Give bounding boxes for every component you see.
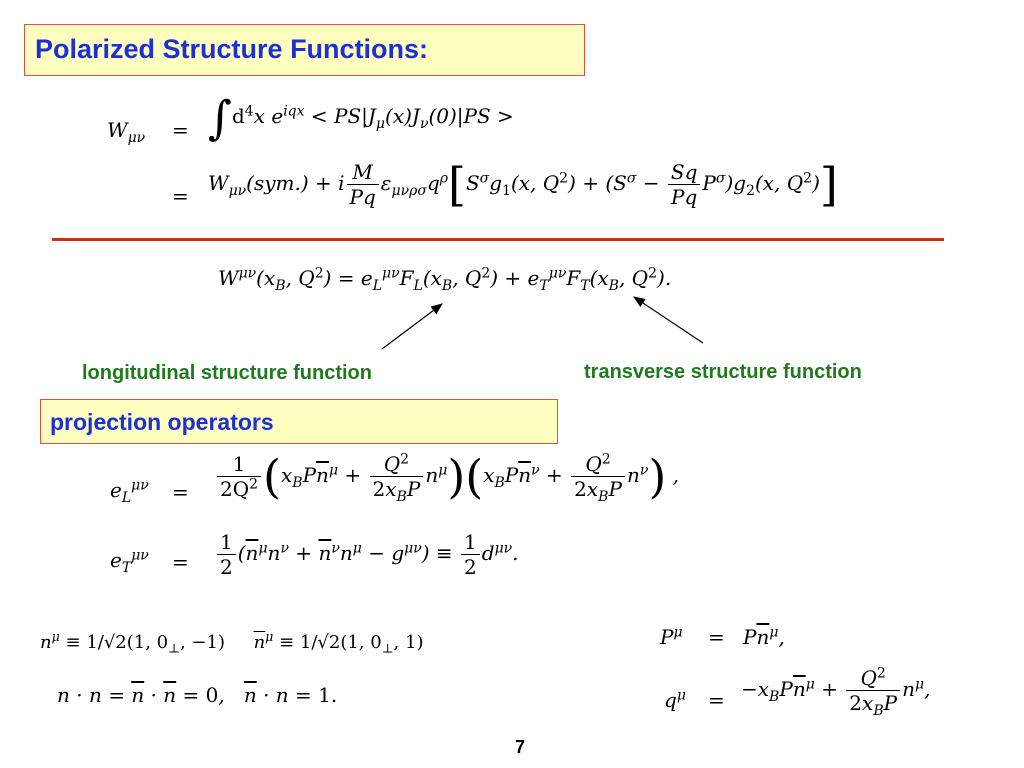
label-transverse: transverse structure function (584, 361, 862, 383)
eq8-lhs: qμ (664, 687, 686, 712)
eq7-lhs: Pμ (660, 624, 683, 649)
page-number: 7 (515, 737, 526, 757)
arrow-longitudinal (381, 303, 443, 350)
label-longitudinal: longitudinal structure function (82, 362, 372, 384)
eq5-lightcone-vectors: nμ ≡ 1/√2(1, 0⊥, −1) nμ ≡ 1/√2(1, 0⊥, 1) (40, 629, 424, 656)
slide-title: Polarized Structure Functions: (35, 34, 429, 64)
eq2-hadronic-tensor: Wμν(xB, Q2) = eLμνFL(xB, Q2) + eTμνFT(xB… (218, 265, 672, 294)
divider-line (52, 238, 944, 241)
eq7-rhs: Pnμ, (743, 624, 785, 649)
eq1-rhs-1: ∫d4x eiqx < PS|Jμ(x)Jν(0)|PS > (208, 90, 514, 145)
arrow-transverse (633, 296, 704, 344)
eq3-lhs: eLμν (110, 477, 149, 506)
projection-box: projection operators (40, 399, 558, 444)
eq1-rel-2: = (172, 184, 189, 208)
eq4-lhs: eTμν (110, 547, 149, 576)
eq7-rel: = (708, 625, 725, 649)
eq1-lhs: Wμν (107, 118, 146, 146)
title-box: Polarized Structure Functions: (24, 24, 585, 76)
eq8-rel: = (708, 688, 725, 712)
eq6-normalization: n · n = n · n = 0, n · n = 1. (57, 683, 338, 707)
projection-title: projection operators (50, 409, 274, 435)
eq1-rel-1: = (172, 118, 189, 142)
eq4-rel: = (172, 550, 189, 574)
eq3-rel: = (172, 480, 189, 504)
